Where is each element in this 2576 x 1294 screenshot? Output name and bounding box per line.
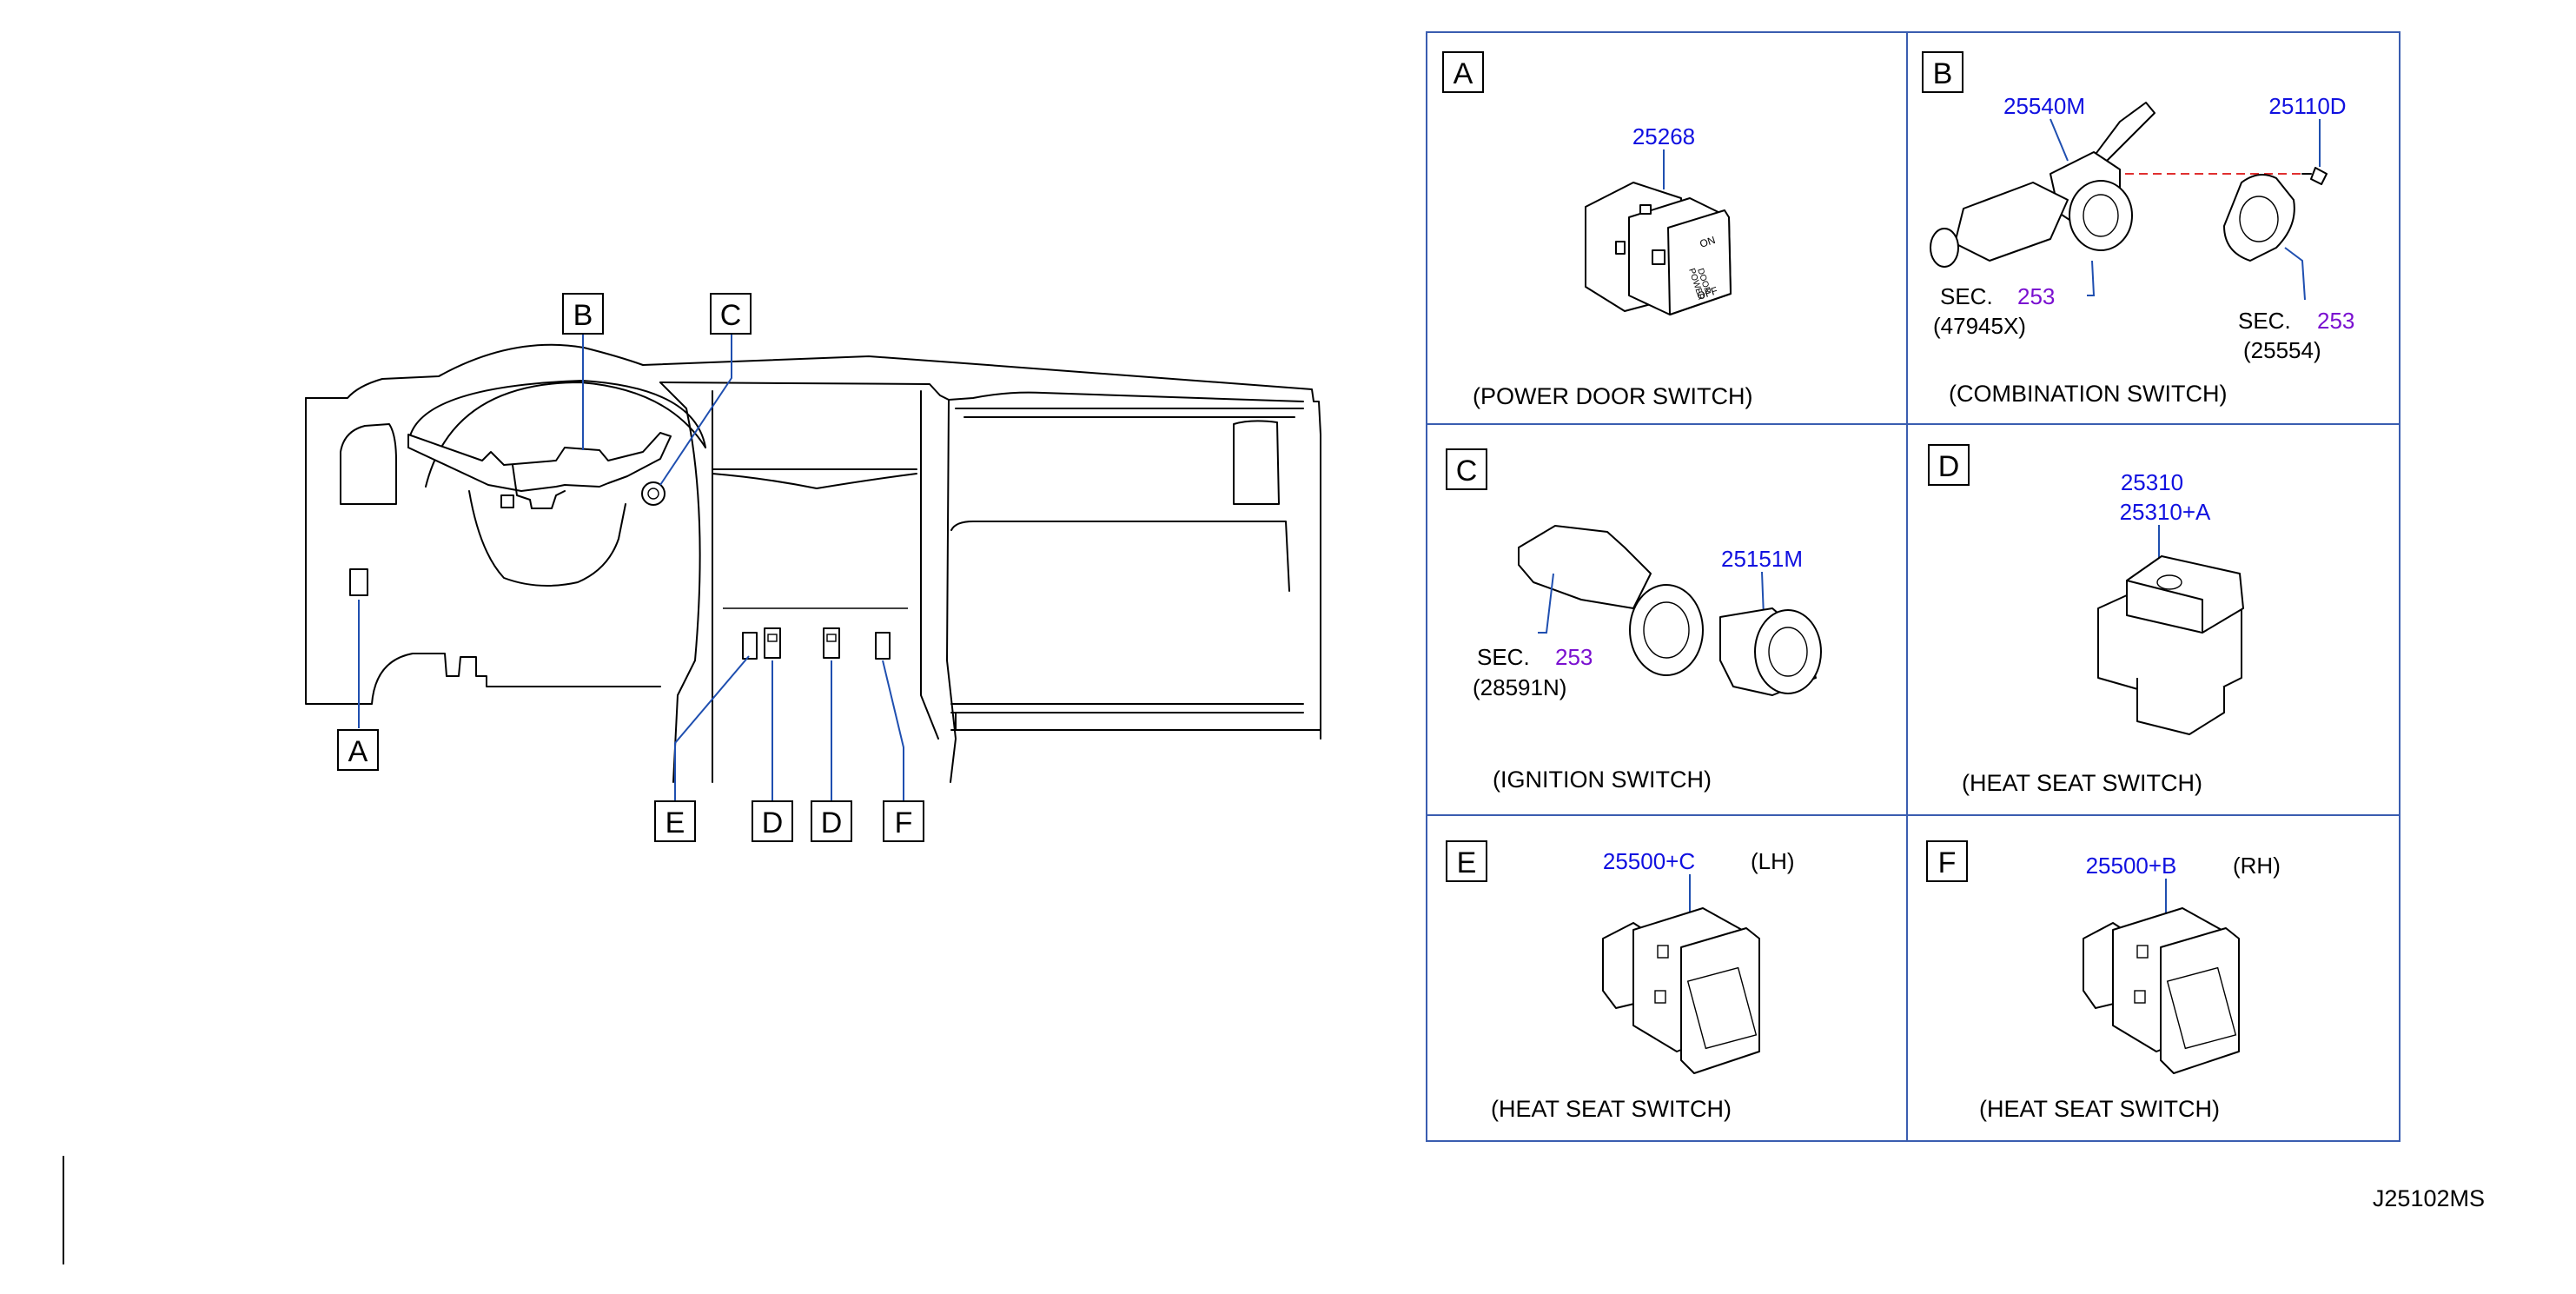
callout-c: C (710, 293, 752, 335)
svg-text:A: A (348, 735, 368, 768)
caption-e: (HEAT SEAT SWITCH) (1491, 1096, 1732, 1122)
part-number-25310: 25310 (2121, 469, 2183, 495)
svg-text:(RH): (RH) (2233, 853, 2281, 879)
svg-text:ON: ON (1699, 234, 1717, 250)
svg-text:(25554): (25554) (2243, 337, 2321, 363)
callout-e: E (654, 800, 696, 842)
svg-text:A: A (1454, 57, 1473, 90)
svg-text:F: F (895, 806, 913, 839)
heat-seat-switch-d-drawing (2097, 555, 2244, 735)
combination-switch-sketch (407, 432, 672, 509)
panel-d: D 25310 25310+A (HEAT SEAT SWITCH) (1928, 444, 2244, 796)
svg-text:(LH): (LH) (1751, 848, 1795, 874)
callout-d: D (752, 800, 793, 842)
svg-text:E: E (1457, 846, 1477, 879)
panel-b: B 25540M 25110D SEC. 253 (47945X) SEC. 2… (1922, 51, 2354, 407)
svg-text:D: D (821, 806, 843, 839)
svg-text:C: C (1456, 455, 1478, 488)
svg-text:(47945X): (47945X) (1933, 313, 2026, 339)
caption-c: (IGNITION SWITCH) (1493, 766, 1712, 793)
part-number-25268: 25268 (1632, 123, 1695, 149)
svg-text:F: F (1938, 846, 1957, 879)
callout-a: A (337, 729, 379, 771)
svg-text:B: B (1933, 57, 1953, 90)
part-number-25500b: 25500+B (2086, 853, 2177, 879)
section-ref-253-c: 253 (1555, 644, 1593, 670)
caption-a: (POWER DOOR SWITCH) (1473, 383, 1752, 409)
callout-b: B (562, 293, 604, 335)
caption-b: (COMBINATION SWITCH) (1949, 381, 2227, 407)
part-number-25110d: 25110D (2268, 93, 2346, 119)
panel-c: C 25151M SEC. 253 (28591N) (IGNITION SWI… (1446, 448, 1822, 793)
callout-d-2: D (811, 800, 852, 842)
svg-text:SEC.: SEC. (2238, 308, 2291, 334)
part-number-25540m: 25540M (2003, 93, 2085, 119)
caption-d: (HEAT SEAT SWITCH) (1962, 770, 2202, 796)
power-door-switch-drawing: ON POWER DOOR OFF (1585, 182, 1732, 315)
ignition-switch-drawing (1518, 525, 1822, 696)
switch-a-sketch (349, 568, 368, 596)
callout-f: F (883, 800, 924, 842)
drawing-code: J25102MS (2373, 1185, 2485, 1211)
svg-text:SEC.: SEC. (1477, 644, 1530, 670)
heat-seat-switch-f-drawing (2083, 907, 2240, 1074)
panel-e: E 25500+C (LH) (HEAT SEAT SWITCH) (1446, 840, 1795, 1122)
combination-switch-drawing (1930, 102, 2328, 268)
dashboard-overview (305, 343, 1321, 783)
section-ref-253: 253 (2017, 283, 2055, 309)
heat-seat-switch-e-drawing (1602, 907, 1760, 1074)
panel-f: F 25500+B (RH) (HEAT SEAT SWITCH) (1926, 840, 2281, 1122)
section-ref-253-b: 253 (2317, 308, 2354, 334)
svg-text:E: E (666, 806, 685, 839)
svg-text:(28591N): (28591N) (1473, 674, 1566, 700)
svg-text:D: D (762, 806, 784, 839)
ignition-sketch (641, 481, 666, 506)
part-number-25500c: 25500+C (1603, 848, 1695, 874)
svg-text:SEC.: SEC. (1940, 283, 1993, 309)
part-number-25310a: 25310+A (2120, 499, 2211, 525)
center-switches-sketch (742, 627, 891, 660)
svg-text:B: B (573, 299, 593, 332)
panel-a: A 25268 ON POWER DOOR OFF (POWER DOOR SW… (1442, 51, 1752, 409)
svg-text:C: C (720, 299, 742, 332)
detail-grid (1426, 31, 2401, 1142)
svg-text:D: D (1938, 450, 1960, 483)
part-number-25151m: 25151M (1721, 546, 1803, 572)
overview-leaders (358, 335, 904, 801)
caption-f: (HEAT SEAT SWITCH) (1979, 1096, 2220, 1122)
